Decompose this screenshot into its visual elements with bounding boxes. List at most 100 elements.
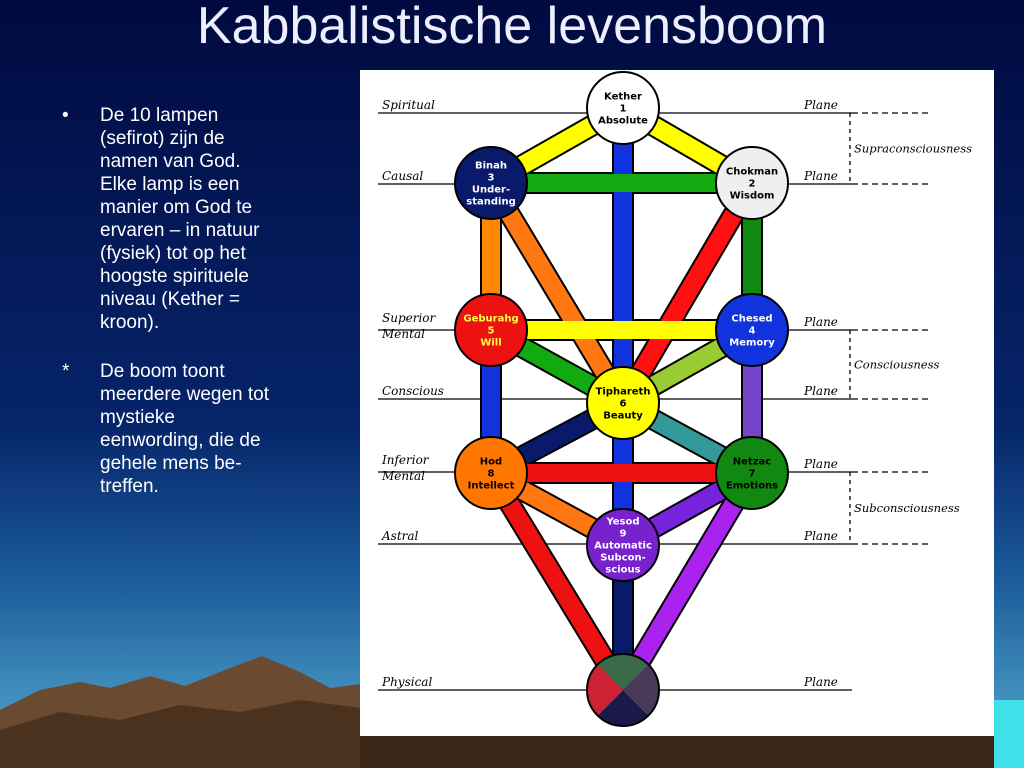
sefira-circle [454, 146, 528, 220]
bullet-item-2: * De boom toont meerdere wegen tot mysti… [58, 360, 318, 498]
sefira-text: Hod [480, 457, 502, 468]
plane-left-label: Conscious [382, 384, 444, 398]
bullet-line: (fysiek) tot op het [100, 243, 246, 264]
sefira-text: Automatic [594, 541, 652, 552]
plane-left-label: Mental [381, 469, 425, 483]
bullet-line: mystieke [100, 407, 175, 428]
malkuth-quadrant [597, 690, 649, 726]
bullet-line: ervaren – in natuur [100, 220, 260, 241]
bullet-marker: • [62, 105, 69, 126]
sefira-circle [715, 146, 789, 220]
sefira-text: 9 [620, 529, 627, 540]
sefira-text: standing [466, 197, 515, 208]
plane-left-label: Mental [381, 327, 425, 341]
sefira-text: Kether [604, 92, 642, 103]
sefira-malkuth [586, 653, 660, 727]
plane-left-label: Spiritual [382, 98, 435, 112]
malkuth-quadrant [623, 664, 659, 716]
malkuth-quadrant [597, 654, 649, 690]
bullet-item-1: • De 10 lampen (sefirot) zijn de namen v… [58, 104, 318, 334]
sefira-circle [454, 436, 528, 510]
bullet-line: manier om God te [100, 197, 253, 218]
sefira-text: 1 [620, 104, 627, 115]
sefira-circle [715, 436, 789, 510]
sefira-text: Intellect [468, 481, 515, 492]
malkuth-outline [586, 653, 660, 727]
sefira-text: 2 [749, 179, 756, 190]
plane-left-label: Superior [382, 311, 437, 325]
plane-right-label: Plane [803, 384, 838, 398]
path-chokman-tiphareth [615, 178, 760, 408]
sefira-text: 5 [488, 326, 495, 337]
path-binah-tiphareth [483, 178, 631, 408]
bullet-line: niveau (Kether = [100, 289, 240, 310]
sefira-text: Absolute [598, 116, 648, 127]
sefira-text: Wisdom [730, 191, 775, 202]
sefira-text: Yesod [605, 517, 639, 528]
sefira-text: Netzac [733, 457, 772, 468]
sefira-text: Under- [472, 185, 510, 196]
bullet-line: hoogste spirituele [100, 266, 249, 287]
sefira-text: Chokman [726, 167, 778, 178]
bullet-line: (sefirot) zijn de [100, 128, 225, 149]
path-hod-malkuth [483, 468, 631, 695]
path-netzac-malkuth [615, 468, 760, 695]
plane-right-label: Plane [803, 457, 838, 471]
bullet-line: kroon). [100, 312, 160, 333]
bullet-line: treffen. [100, 476, 159, 497]
sefira-circle [586, 508, 660, 582]
state-label: Subconsciousness [854, 501, 960, 515]
sefira-text: Emotions [726, 481, 778, 492]
bullet-marker: * [62, 361, 70, 382]
bullet-line: De 10 lampen [100, 105, 219, 126]
state-label: Supraconsciousness [854, 142, 972, 156]
sefira-text: Tiphareth [596, 387, 651, 398]
plane-left-label: Astral [381, 529, 419, 543]
sefira-text: Geburahg [463, 314, 518, 325]
sefira-circle [586, 71, 660, 145]
sefira-text: 3 [488, 173, 495, 184]
sefira-text: Will [480, 338, 501, 349]
slide-title: Kabbalistische levensboom [196, 0, 828, 55]
sefira-circle [586, 366, 660, 440]
bullet-line: eenwording, die de [100, 430, 261, 451]
plane-right-label: Plane [803, 675, 838, 689]
sefira-text: 6 [620, 399, 627, 410]
bullet-line: meerdere wegen tot [100, 384, 269, 405]
sefira-text: Subcon- [600, 553, 646, 564]
plane-right-label: Plane [803, 98, 838, 112]
bullet-list: • De 10 lampen (sefirot) zijn de namen v… [58, 104, 318, 498]
sefira-text: scious [605, 565, 640, 576]
plane-left-label: Inferior [381, 453, 430, 467]
sefira-text: Binah [475, 161, 507, 172]
plane-left-label: Causal [382, 169, 423, 183]
plane-left-label: Physical [381, 675, 432, 689]
plane-right-label: Plane [803, 529, 838, 543]
sefira-text: 7 [749, 469, 756, 480]
bullet-line: gehele mens be- [100, 453, 242, 474]
bullet-line: De boom toont [100, 361, 225, 382]
sefira-text: Beauty [603, 411, 643, 422]
sefira-circle [454, 293, 528, 367]
sefira-text: 4 [749, 326, 756, 337]
plane-right-label: Plane [803, 169, 838, 183]
state-label: Consciousness [854, 358, 939, 372]
sefira-text: Memory [729, 338, 775, 349]
bullet-line: namen van God. [100, 151, 241, 172]
sefira-text: Chesed [731, 314, 772, 325]
bullet-line: Elke lamp is een [100, 174, 240, 195]
